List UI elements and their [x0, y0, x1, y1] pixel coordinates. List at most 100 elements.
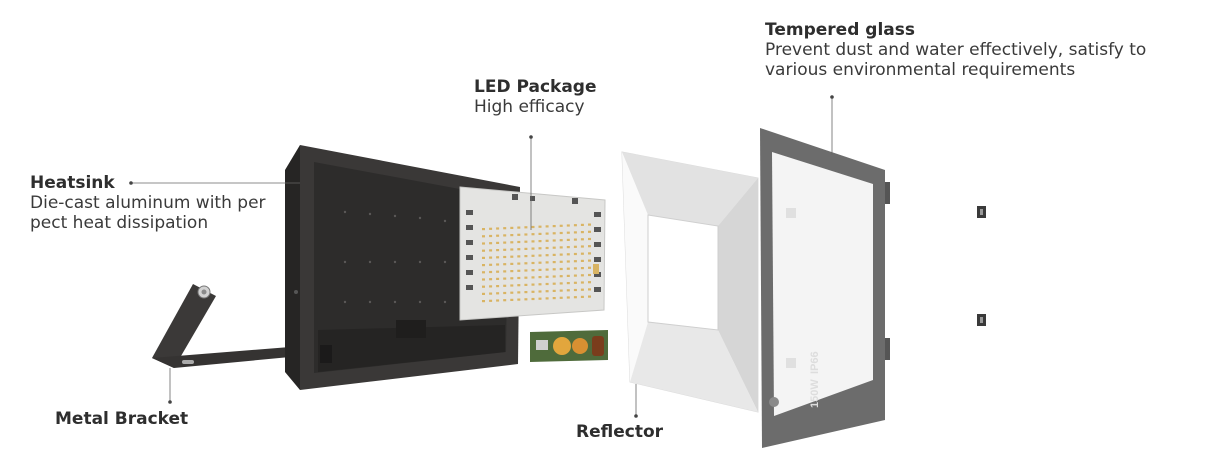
led-chip [580, 267, 584, 270]
led-chip [524, 269, 528, 272]
led-chip [573, 267, 577, 270]
led-chip [538, 268, 542, 271]
led-chip [545, 282, 549, 286]
led-chip [482, 264, 485, 267]
led-chip [482, 242, 485, 245]
led-chip [566, 289, 570, 292]
led-chip [580, 259, 584, 262]
led-chip [489, 249, 493, 252]
led-chip [524, 291, 528, 294]
led-chip [503, 263, 507, 266]
led-chip [531, 290, 535, 293]
housing-cable-gland [320, 345, 332, 363]
housing-bottom-ledge [318, 325, 505, 372]
reflector-top-facet [622, 152, 758, 226]
led-chip [545, 239, 549, 242]
led-array [482, 223, 591, 303]
reflector-right-facet [718, 178, 758, 412]
led-chip [538, 283, 542, 286]
led-chip [503, 284, 507, 287]
led-chip [503, 227, 507, 230]
led-chip [588, 252, 591, 255]
label-led-package: LED Package High efficacy [474, 77, 654, 117]
led-chip [588, 288, 591, 291]
led-chip [580, 245, 584, 248]
led-chip [552, 297, 556, 300]
led-chip [510, 262, 514, 265]
led-chip [489, 227, 493, 230]
led-chip [559, 224, 563, 227]
led-chip [566, 274, 570, 277]
led-chip [496, 234, 500, 237]
led-chip [517, 248, 521, 251]
led-chip [552, 282, 556, 285]
led-chip [489, 242, 493, 245]
led-chip [559, 282, 563, 285]
led-chip [566, 267, 570, 270]
led-chip [538, 225, 542, 228]
led-chip [482, 300, 485, 303]
led-chip [524, 255, 528, 258]
led-chip [545, 275, 549, 278]
led-chip [588, 259, 591, 262]
led-chip [538, 261, 542, 264]
led-chip [524, 283, 528, 286]
led-chip [482, 292, 485, 295]
led-chip [545, 268, 549, 271]
led-chip [510, 277, 514, 280]
led-chip [531, 276, 535, 279]
led-chip [510, 284, 514, 287]
label-heatsink: Heatsink Die-cast aluminum with per pect… [30, 173, 292, 233]
led-chip [489, 263, 493, 266]
led-chip [531, 297, 535, 301]
led-chip [496, 241, 500, 244]
led-chip [552, 253, 556, 256]
led-chip [552, 289, 556, 292]
led-chip [552, 268, 556, 271]
led-chip [503, 248, 507, 251]
led-chip [531, 269, 535, 272]
led-chip [566, 238, 570, 241]
led-chip [552, 246, 556, 249]
led-chip [538, 247, 542, 250]
led-chip [545, 225, 549, 228]
glass-print-rating: IP66 [809, 351, 821, 374]
led-chip [573, 274, 577, 277]
led-chip [580, 274, 584, 277]
led-chip [545, 232, 549, 235]
led-chip [588, 281, 591, 284]
driver-chip [536, 340, 548, 350]
pcb-connector [593, 264, 599, 274]
led-chip [538, 240, 542, 243]
led-chip [573, 288, 577, 292]
led-chip [503, 299, 507, 302]
led-chip [566, 224, 570, 227]
led-chip [510, 298, 514, 301]
led-chip [489, 299, 493, 302]
led-chip [517, 262, 521, 265]
driver-capacitor [553, 337, 571, 355]
led-chip [524, 247, 528, 250]
led-chip [538, 254, 542, 257]
label-description: various environmental requirements [765, 60, 1076, 81]
housing-side [285, 145, 300, 390]
led-chip [517, 269, 521, 272]
led-chip [559, 296, 563, 299]
led-chip [510, 226, 514, 229]
led-chip [566, 246, 570, 249]
led-chip [588, 230, 591, 233]
led-chip [503, 255, 507, 259]
led-chip [588, 245, 591, 248]
led-chip [482, 271, 485, 274]
led-chip [552, 275, 556, 278]
led-chip [482, 235, 485, 238]
led-chip [538, 290, 542, 293]
led-chip [566, 296, 570, 299]
pcb-components [466, 194, 601, 292]
led-chip [573, 296, 577, 299]
led-chip [580, 295, 584, 298]
led-chip [538, 297, 542, 300]
led-chip [545, 246, 549, 250]
led-chip [566, 260, 570, 263]
